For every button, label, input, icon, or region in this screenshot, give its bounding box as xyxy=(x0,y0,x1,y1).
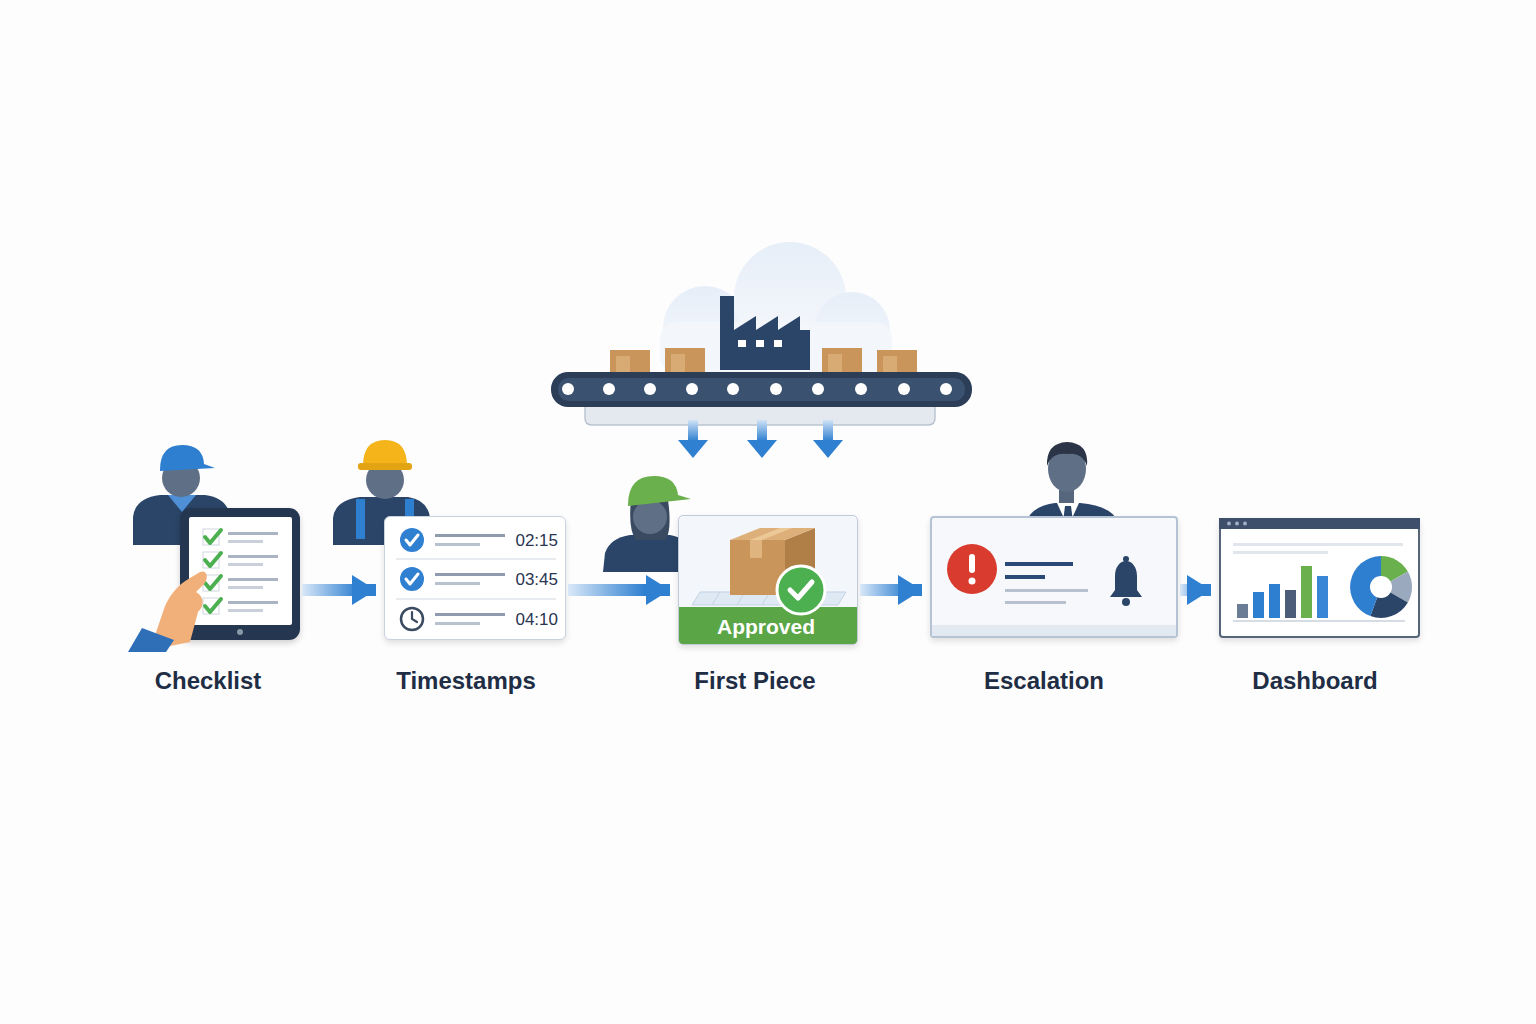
factory-icon xyxy=(738,340,746,347)
flow-arrow xyxy=(568,584,670,596)
conveyor-belt xyxy=(551,372,972,407)
factory-icon xyxy=(774,340,782,347)
down-arrow xyxy=(823,420,833,441)
conveyor-belt xyxy=(603,383,615,395)
conveyor-belt xyxy=(940,383,952,395)
flow-arrow xyxy=(1180,584,1211,596)
hand-illustration xyxy=(128,628,174,652)
factory-icon xyxy=(756,340,764,347)
conveyor-belt xyxy=(562,383,574,395)
factory-icon xyxy=(720,296,810,370)
down-arrow xyxy=(678,420,843,458)
conveyor-box xyxy=(616,356,630,372)
conveyor-belt xyxy=(686,383,698,395)
factory-icon xyxy=(720,296,810,370)
conveyor-belt xyxy=(644,383,656,395)
step-label: Dashboard xyxy=(1215,669,1415,693)
conveyor-box xyxy=(610,348,917,372)
alert-card xyxy=(930,516,1178,638)
conveyor-box xyxy=(665,348,705,372)
conveyor-belt xyxy=(727,383,739,395)
down-arrow xyxy=(747,440,777,458)
worker-figure xyxy=(363,440,407,466)
conveyor-belt xyxy=(855,383,867,395)
conveyor-box xyxy=(883,356,897,372)
worker-figure xyxy=(630,500,669,540)
conveyor-belt xyxy=(812,383,824,395)
process-step: Escalation xyxy=(920,500,1190,700)
step-label: First Piece xyxy=(655,669,855,693)
flow-arrow xyxy=(302,584,376,596)
conveyor-belt xyxy=(770,383,782,395)
down-arrow xyxy=(688,420,698,441)
conveyor-box xyxy=(877,350,917,372)
process-step: First Piece Approved xyxy=(640,500,880,700)
status-badge-text: Approved xyxy=(686,616,846,637)
down-arrow xyxy=(757,420,767,441)
timestamp-value: 02:15 xyxy=(488,532,558,549)
worker-figure xyxy=(628,476,691,506)
conveyor-box xyxy=(610,350,650,372)
worker-figure xyxy=(160,445,215,471)
conveyor-belt xyxy=(898,383,910,395)
conveyor-belt xyxy=(558,378,965,401)
step-label: Checklist xyxy=(108,669,308,693)
conveyor-box xyxy=(828,354,842,372)
worker-figure xyxy=(633,500,667,534)
timestamp-value: 03:45 xyxy=(488,571,558,588)
conveyor-box xyxy=(822,348,862,372)
worker-figure xyxy=(356,499,365,539)
conveyor-box xyxy=(671,354,685,372)
cloud-shape xyxy=(660,242,892,374)
conveyor-belt xyxy=(551,372,972,425)
step-label: Timestamps xyxy=(366,669,566,693)
flow-arrow xyxy=(860,584,922,596)
tablet-frame xyxy=(180,508,300,640)
down-arrow xyxy=(678,440,708,458)
process-step: Checklist xyxy=(100,500,330,700)
step-label: Escalation xyxy=(944,669,1144,693)
process-step: Dashboard xyxy=(1210,500,1430,700)
worker-figure xyxy=(358,463,412,470)
manager-figure xyxy=(1047,442,1087,466)
down-arrow xyxy=(813,440,843,458)
timestamp-value: 04:10 xyxy=(488,611,558,628)
process-step: Timestamps 02:15 03:45 04:10 xyxy=(360,500,590,700)
dashboard-window xyxy=(1219,518,1420,638)
